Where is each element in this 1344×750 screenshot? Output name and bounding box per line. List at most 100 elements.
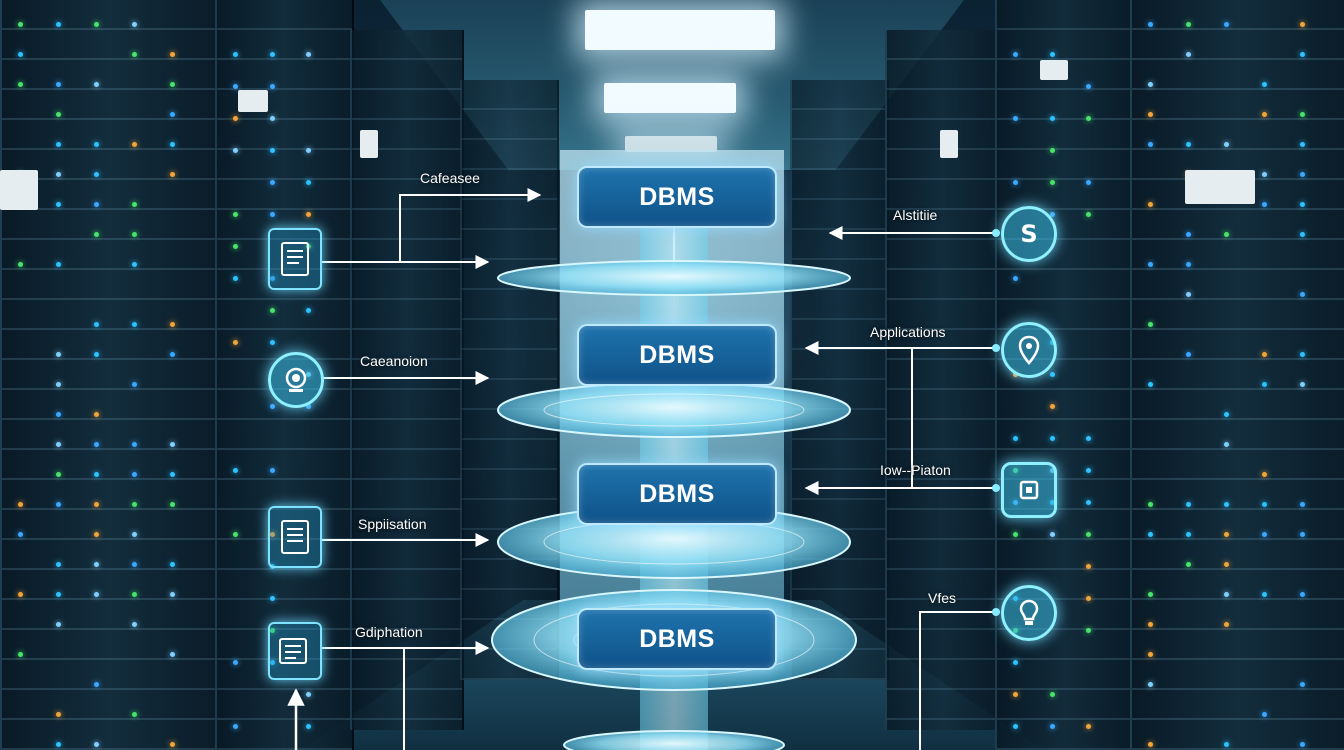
status-led	[1224, 562, 1229, 567]
status-led	[132, 592, 137, 597]
status-led	[1148, 682, 1153, 687]
status-led	[233, 532, 238, 537]
status-led	[1086, 628, 1092, 633]
status-led	[1148, 262, 1153, 267]
status-led	[132, 712, 137, 717]
status-led	[1224, 622, 1229, 627]
status-led	[1086, 212, 1092, 217]
dbms-disc	[543, 393, 805, 427]
status-led	[1013, 52, 1018, 57]
status-led	[1049, 180, 1055, 185]
status-led	[170, 472, 175, 477]
status-led	[1300, 52, 1305, 57]
ceiling-light	[585, 10, 775, 50]
right-label-1: Alstitiie	[893, 207, 938, 223]
connector-line	[919, 611, 1000, 750]
status-led	[1300, 502, 1305, 507]
connector-arrow	[399, 188, 542, 262]
status-led	[306, 404, 312, 409]
status-led	[170, 562, 175, 567]
status-led	[269, 596, 275, 601]
status-led	[233, 724, 238, 729]
status-led	[1013, 180, 1018, 185]
status-led	[132, 262, 137, 267]
status-led	[1086, 468, 1092, 473]
status-led	[170, 52, 175, 57]
status-led	[56, 472, 61, 477]
status-led	[1086, 500, 1092, 505]
status-led	[132, 382, 137, 387]
status-led	[1262, 202, 1267, 207]
status-led	[306, 180, 312, 185]
status-led	[1049, 692, 1055, 697]
status-led	[306, 692, 312, 697]
status-led	[56, 112, 61, 117]
status-led	[1300, 592, 1305, 597]
status-led	[1262, 382, 1267, 387]
status-led	[233, 212, 238, 217]
status-led	[269, 404, 275, 409]
status-led	[1013, 724, 1018, 729]
status-led	[94, 22, 99, 27]
status-led	[1049, 148, 1055, 153]
status-led	[1224, 412, 1229, 417]
status-led	[1049, 116, 1055, 121]
status-led	[1186, 532, 1191, 537]
status-led	[233, 340, 238, 345]
document-icon	[268, 228, 322, 290]
dbms-disc	[497, 382, 851, 438]
status-led	[1262, 112, 1267, 117]
status-led	[170, 652, 175, 657]
document-icon	[268, 506, 322, 568]
status-led	[306, 212, 312, 217]
status-led	[132, 22, 137, 27]
status-led	[94, 82, 99, 87]
rack-label-tag	[1040, 60, 1068, 80]
status-led	[56, 562, 61, 567]
status-led	[94, 202, 99, 207]
status-led	[306, 308, 312, 313]
status-led	[1086, 84, 1092, 89]
status-led	[233, 276, 238, 281]
status-led	[56, 442, 61, 447]
status-led	[1186, 232, 1191, 237]
status-led	[94, 322, 99, 327]
status-led	[1186, 562, 1191, 567]
status-led	[1148, 322, 1153, 327]
status-led	[132, 52, 137, 57]
status-led	[1224, 142, 1229, 147]
status-led	[1186, 22, 1191, 27]
server-rack-right-near	[1130, 0, 1344, 750]
connector-dot	[992, 344, 1000, 352]
status-led	[132, 562, 137, 567]
chip-icon	[1001, 462, 1057, 518]
status-led	[56, 172, 61, 177]
status-led	[132, 322, 137, 327]
status-led	[1013, 116, 1018, 121]
rack-label-tag	[1185, 170, 1255, 204]
status-led	[269, 116, 275, 121]
status-led	[56, 592, 61, 597]
status-led	[1300, 742, 1305, 747]
status-led	[132, 232, 137, 237]
document-stack-icon	[268, 622, 322, 680]
left-label-4: Gdiphation	[355, 624, 423, 640]
status-led	[1049, 532, 1055, 537]
status-led	[56, 502, 61, 507]
status-led	[1186, 262, 1191, 267]
rack-label-tag	[0, 170, 38, 210]
status-led	[18, 22, 23, 27]
status-led	[1049, 404, 1055, 409]
status-led	[94, 172, 99, 177]
status-led	[1049, 724, 1055, 729]
status-led	[1013, 660, 1018, 665]
status-led	[56, 742, 61, 747]
status-led	[269, 308, 275, 313]
status-led	[1262, 352, 1267, 357]
left-label-1: Cafeasee	[420, 170, 480, 186]
dbms-disc	[497, 260, 851, 296]
status-led	[269, 52, 275, 57]
status-led	[170, 502, 175, 507]
status-led	[1086, 532, 1092, 537]
status-led	[1262, 532, 1267, 537]
